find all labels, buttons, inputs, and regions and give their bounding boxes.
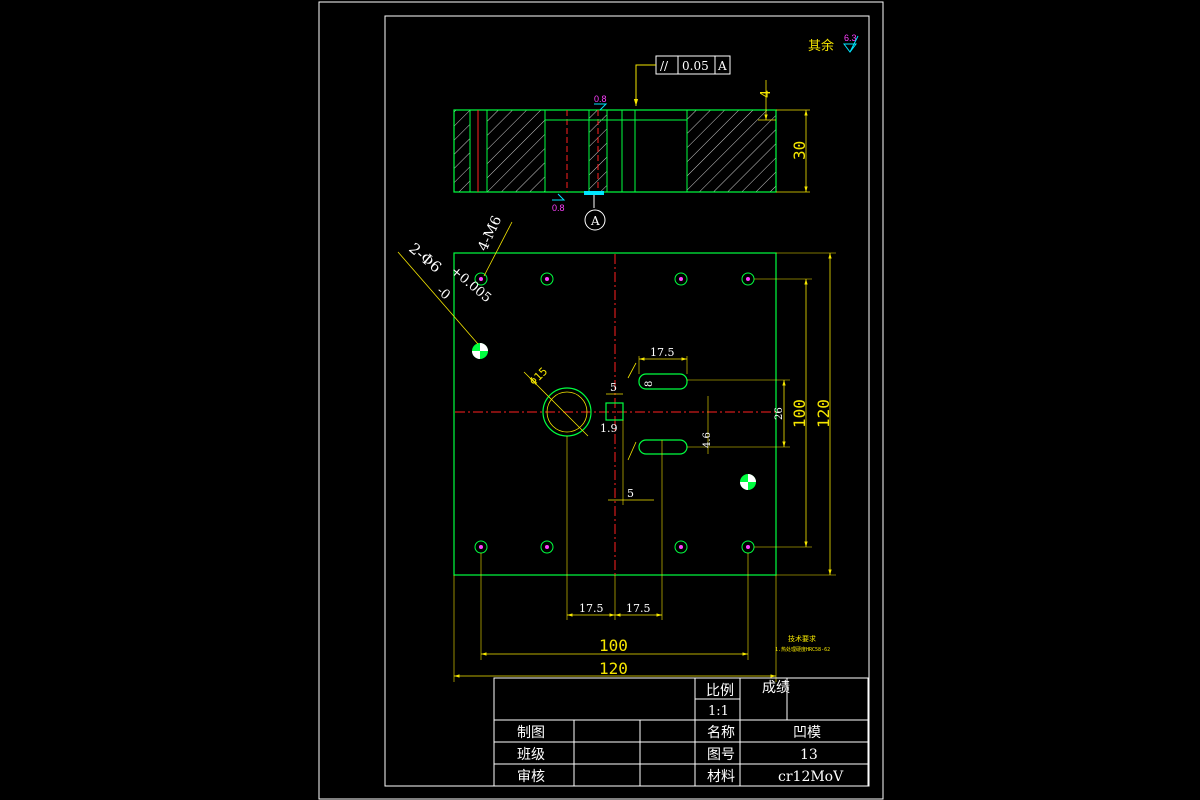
datum-marker-label: A (590, 214, 600, 228)
screw-hole (474, 272, 755, 554)
dim-slot-width: 8 (644, 381, 655, 387)
check-label: 审核 (517, 769, 545, 785)
sheet-outer-border (318, 1, 884, 800)
dim-top-step: 4 (759, 90, 774, 98)
class-label: 班级 (517, 747, 545, 763)
dim-left-offset: 17.5 (579, 602, 604, 615)
name-value: 凹模 (793, 725, 821, 741)
plan-dimensions: 17.5 8 5 1.9 26 4.6 5 17.5 17.5 100 120 … (453, 252, 836, 682)
callouts: 2-Φ6 +0.005 -0 4-M6 Φ15 (397, 213, 589, 437)
roughness-rest: 其余 6.3 (808, 33, 859, 54)
grade-label: 成绩 (762, 680, 790, 696)
name-label: 名称 (707, 725, 735, 741)
plan-view (453, 252, 777, 576)
square-punch-hole (605, 402, 624, 421)
scale-value: 1:1 (708, 704, 729, 719)
tech-note-title: 技术要求 (788, 634, 816, 643)
section-dimensions: 30 4 (758, 80, 810, 193)
dim-bottom-small: 5 (627, 487, 634, 500)
dim-hole-spacing-v: 100 (790, 399, 809, 428)
scale-label: 比例 (706, 683, 734, 699)
callout-dowel-holes: 2-Φ6 (405, 239, 444, 276)
lower-slot (638, 439, 688, 455)
tolerance-datum: A (717, 59, 727, 73)
roughness-rest-label: 其余 (808, 38, 834, 54)
upper-slot (638, 373, 688, 390)
section-view: 0.8 0.8 (453, 94, 777, 213)
dim-center-spacing: 26 (774, 407, 785, 420)
callout-screw-holes: 4-M6 (475, 213, 505, 253)
drawn-label: 制图 (517, 725, 545, 741)
number-label: 图号 (707, 747, 735, 763)
material-value: cr12MoV (778, 769, 844, 785)
dim-thickness: 30 (790, 141, 809, 160)
dim-overall-v: 120 (814, 399, 833, 428)
tech-requirements: 技术要求 1.热处理硬度HRC58-62 (775, 634, 830, 653)
dim-square-offset: 1.9 (600, 422, 618, 435)
datum-marker: A (584, 209, 606, 231)
roughness-bottom-value: 0.8 (552, 203, 565, 213)
roughness-rest-value: 6.3 (844, 33, 857, 43)
roughness-top-value: 0.8 (594, 94, 607, 104)
callout-dowel-tol-low: -0 (433, 284, 452, 304)
title-block: 比例 1:1 成绩 制图 班级 审核 名称 凹模 图号 13 材料 cr12Mo… (493, 677, 869, 787)
callout-center-hole: Φ15 (527, 365, 550, 388)
dowel-hole (472, 343, 756, 490)
tech-note-line: 1.热处理硬度HRC58-62 (775, 646, 830, 653)
dim-lower-width: 4.6 (702, 432, 713, 448)
tolerance-frame: // 0.05 A (633, 55, 731, 106)
dim-overall-h: 120 (599, 659, 628, 678)
tolerance-symbol: // (660, 59, 669, 73)
dim-slot-length: 17.5 (650, 346, 675, 359)
material-label: 材料 (707, 769, 735, 785)
dim-hole-spacing-h: 100 (599, 636, 628, 655)
number-value: 13 (800, 747, 818, 763)
dim-square-size: 5 (610, 381, 617, 394)
dim-right-offset: 17.5 (626, 602, 651, 615)
tolerance-value: 0.05 (682, 59, 709, 73)
